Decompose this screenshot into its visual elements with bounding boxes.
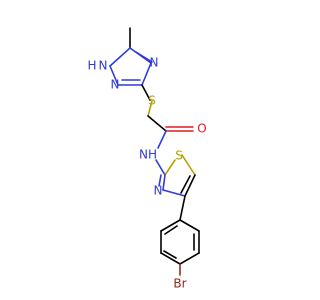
bond-ch2-co	[147, 115, 167, 132]
thiazole-nitrogen: N	[154, 184, 163, 198]
bond-c-n	[157, 130, 167, 149]
bond-ph-4-double	[163, 250, 177, 259]
bond-c3-s	[141, 84, 151, 101]
bond-ph-3	[179, 252, 200, 265]
bond-ph-1	[179, 219, 200, 232]
triazole-nh-hydrogen: H	[87, 59, 96, 73]
thioether-sulfur: S	[148, 94, 156, 108]
bond-n4-c3	[141, 62, 152, 86]
bond-n1-c5	[109, 47, 131, 67]
molecule-diagram: H N N N S O NH S N Br	[87, 27, 207, 291]
thiazole-sulfur: S	[175, 149, 183, 163]
bond-c5-n4-double	[135, 51, 153, 63]
bond-s-ch2	[147, 100, 153, 117]
triazole-n1: N	[99, 59, 108, 73]
bond-n-c2	[155, 159, 166, 176]
bond-s-c5	[181, 154, 196, 176]
structure-svg: H N N N S O NH S N Br	[87, 27, 207, 291]
bond-c2-s	[164, 159, 176, 176]
bond-c4-n3	[162, 189, 186, 197]
bond-ph-6-double	[164, 225, 178, 235]
triazole-n2: N	[111, 78, 120, 92]
bond-n2-n1	[109, 65, 119, 86]
bond-ph-4	[160, 252, 181, 265]
bond-n3-c2	[162, 174, 166, 191]
carbonyl-oxygen: O	[197, 122, 206, 136]
bond-c4-phenyl	[179, 195, 186, 221]
bond-c5-c4-double	[180, 175, 191, 194]
triazole-n4: N	[150, 56, 159, 70]
bond-c5-c4	[184, 174, 196, 197]
bond-n3-c2-double	[158, 174, 162, 187]
amide-nh: NH	[139, 148, 157, 162]
bond-ph-6	[160, 219, 181, 232]
bromine-atom: Br	[173, 277, 186, 291]
